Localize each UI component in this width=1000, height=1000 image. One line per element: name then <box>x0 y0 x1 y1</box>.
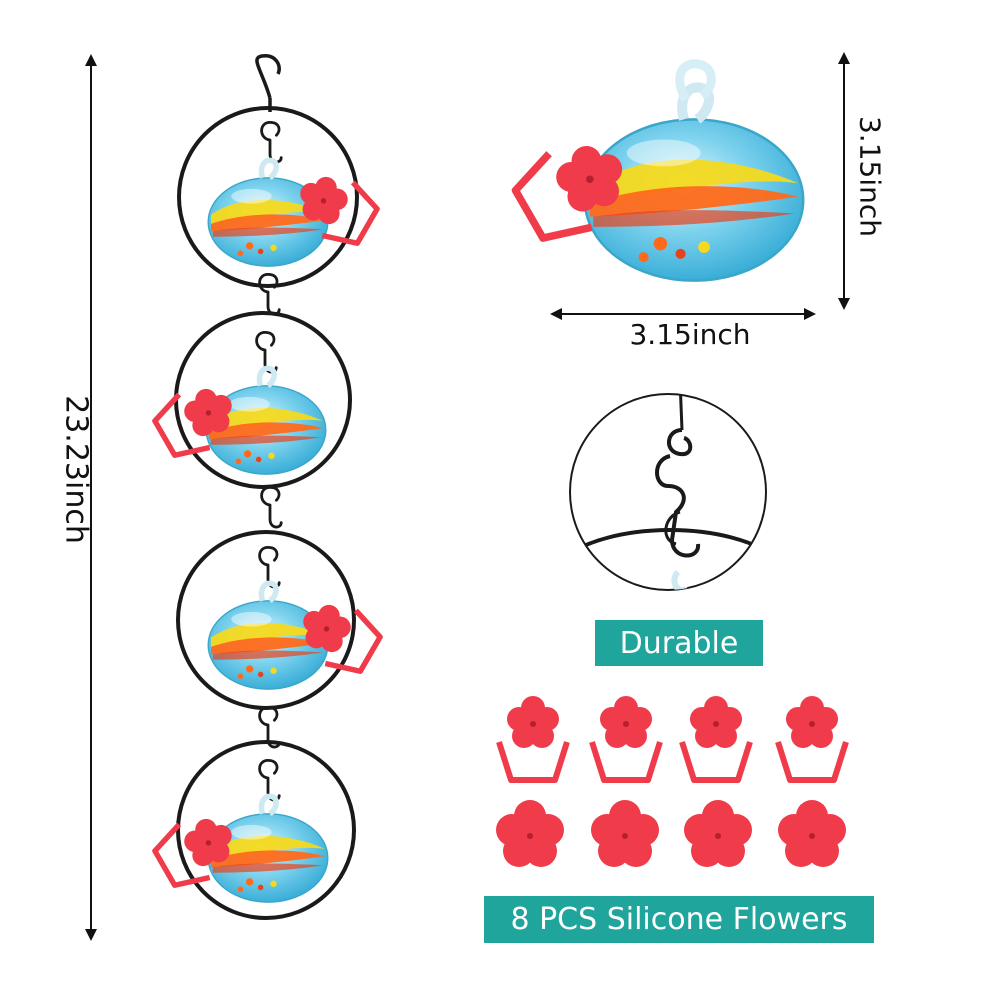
flowers-with-handles <box>499 696 846 780</box>
flowers-badge: 8 PCS Silicone Flowers <box>484 896 874 943</box>
durable-badge: Durable <box>595 620 763 666</box>
feeder-chain <box>149 54 385 920</box>
feeder-height-label: 3.15inch <box>853 115 887 237</box>
feeder-width-label: 3.15inch <box>629 318 751 351</box>
flat-flowers <box>496 800 846 867</box>
total-length-label: 23.23inch <box>58 395 94 544</box>
feeder-closeup <box>508 59 803 281</box>
hook-detail <box>569 393 767 591</box>
